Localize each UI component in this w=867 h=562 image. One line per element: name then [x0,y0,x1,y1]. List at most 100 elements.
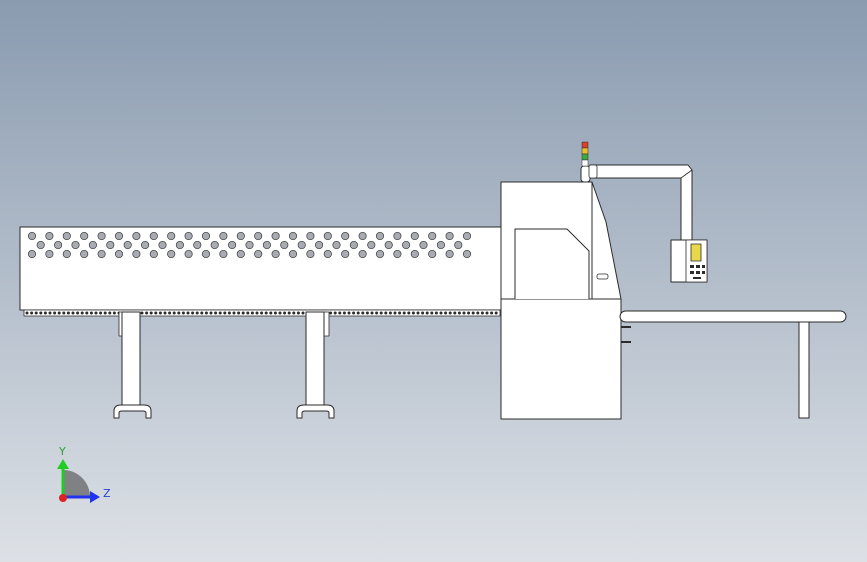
table-hole [410,249,419,259]
roller [255,311,259,315]
table-hole [393,231,402,241]
table-hole [297,240,306,250]
table-hole [454,240,463,250]
table-hole [219,249,228,259]
roller [462,311,466,315]
roller [154,311,158,315]
table-hole [27,231,37,241]
triad-origin-arc [63,470,90,497]
roller [53,311,57,315]
table-hole [323,249,332,259]
roller [439,311,443,315]
control-screen [690,243,702,262]
table-hole [288,249,298,259]
table-hole [428,231,437,241]
roller [416,311,420,315]
table-hole [167,249,176,259]
table-hole [271,231,280,241]
table-hole [193,240,202,250]
saw-unit[interactable] [500,181,631,420]
table-hole [419,240,428,250]
roller [283,311,287,315]
roller [108,311,112,315]
table-hole [132,249,141,259]
table-hole [428,249,437,259]
roller [209,311,213,315]
feed-table-body [19,226,503,311]
table-hole [80,249,89,259]
beacon-light [581,153,589,161]
roller [223,311,227,315]
table-hole [62,231,71,241]
roller [25,311,29,315]
table-hole [27,249,37,259]
table-hole [210,240,219,250]
table-hole [271,249,280,259]
table-leg-left [113,311,152,419]
roller [287,311,291,315]
roller [494,311,498,315]
roller [356,311,360,315]
side-connectors [621,326,631,343]
table-hole [36,240,45,250]
table-hole [436,240,445,250]
roller [204,311,208,315]
table-hole [201,249,211,259]
roller [398,311,402,315]
roller [425,311,429,315]
table-hole [149,249,158,259]
y-axis-label: Y [58,445,66,458]
control-panel[interactable] [670,239,708,283]
table-hole [236,249,245,259]
roller [347,311,351,315]
roller [237,311,241,315]
roller [85,311,89,315]
feed-table-hole-pattern [27,231,472,259]
beacon-light [581,141,589,149]
table-hole [367,240,376,250]
roller [434,311,438,315]
coordinate-triad: Y Z [57,445,111,503]
infeed-table[interactable] [19,226,503,317]
table-hole [245,240,254,250]
z-axis-label: Z [103,487,111,500]
roller [99,311,103,315]
x-axis-dot [59,494,67,502]
table-hole [54,240,63,250]
roller [471,311,475,315]
table-hole [228,240,237,250]
roller [48,311,52,315]
table-hole [175,240,184,250]
table-hole [254,249,263,259]
roller [200,311,204,315]
roller [448,311,452,315]
roller [227,311,231,315]
saw-handle[interactable] [596,273,609,280]
roller [264,311,268,315]
roller [39,311,43,315]
roller [352,311,356,315]
roller [393,311,397,315]
table-hole [332,240,341,250]
roller [379,311,383,315]
table-hole [280,240,289,250]
roller [296,311,300,315]
control-buttons[interactable] [690,265,705,279]
table-hole [97,249,106,259]
saw-machine-model[interactable] [19,141,847,420]
roller [191,311,195,315]
roller [485,311,489,315]
roller [168,311,172,315]
control-arm [588,164,693,244]
table-hole [114,249,124,259]
roller [260,311,264,315]
table-hole [97,231,106,241]
roller [273,311,277,315]
roller [57,311,61,315]
roller [163,311,167,315]
table-hole [158,240,167,250]
table-hole [184,231,193,241]
roller [80,311,84,315]
table-hole [358,249,367,259]
